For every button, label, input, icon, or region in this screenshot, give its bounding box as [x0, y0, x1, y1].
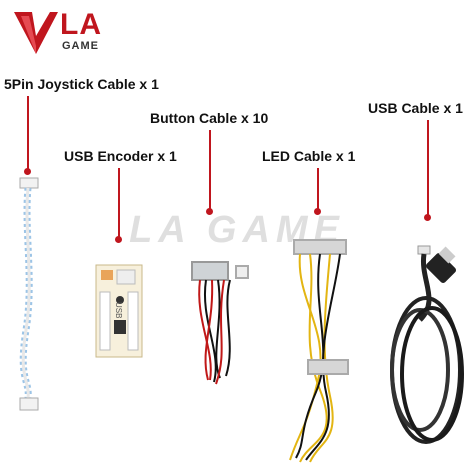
logo-game-text: GAME [62, 40, 99, 52]
usb-encoder-illustration: USB [95, 264, 143, 358]
callout-line-encoder [118, 168, 120, 238]
callout-line-button [209, 130, 211, 210]
label-button-cable: Button Cable x 10 [150, 110, 269, 126]
joystick-cable-illustration [19, 177, 39, 411]
callout-dot-joystick [24, 168, 31, 175]
callout-dot-encoder [115, 236, 122, 243]
callout-dot-usb [424, 214, 431, 221]
callout-line-usb [427, 120, 429, 216]
callout-dot-button [206, 208, 213, 215]
pcb-usb-text: USB [114, 302, 123, 318]
callout-line-joystick [27, 96, 29, 170]
label-joystick-cable: 5Pin Joystick Cable x 1 [4, 76, 159, 92]
button-cable-illustration [191, 261, 249, 385]
logo-la-text: LA [60, 8, 102, 41]
label-led-cable: LED Cable x 1 [262, 148, 356, 164]
callout-line-led [317, 168, 319, 210]
label-usb-cable: USB Cable x 1 [368, 100, 463, 116]
logo-v-mark-icon [14, 12, 58, 54]
label-usb-encoder: USB Encoder x 1 [64, 148, 177, 164]
callout-dot-led [314, 208, 321, 215]
brand-logo [12, 10, 132, 58]
usb-cable-illustration [390, 245, 464, 444]
led-cable-illustration [289, 239, 349, 463]
